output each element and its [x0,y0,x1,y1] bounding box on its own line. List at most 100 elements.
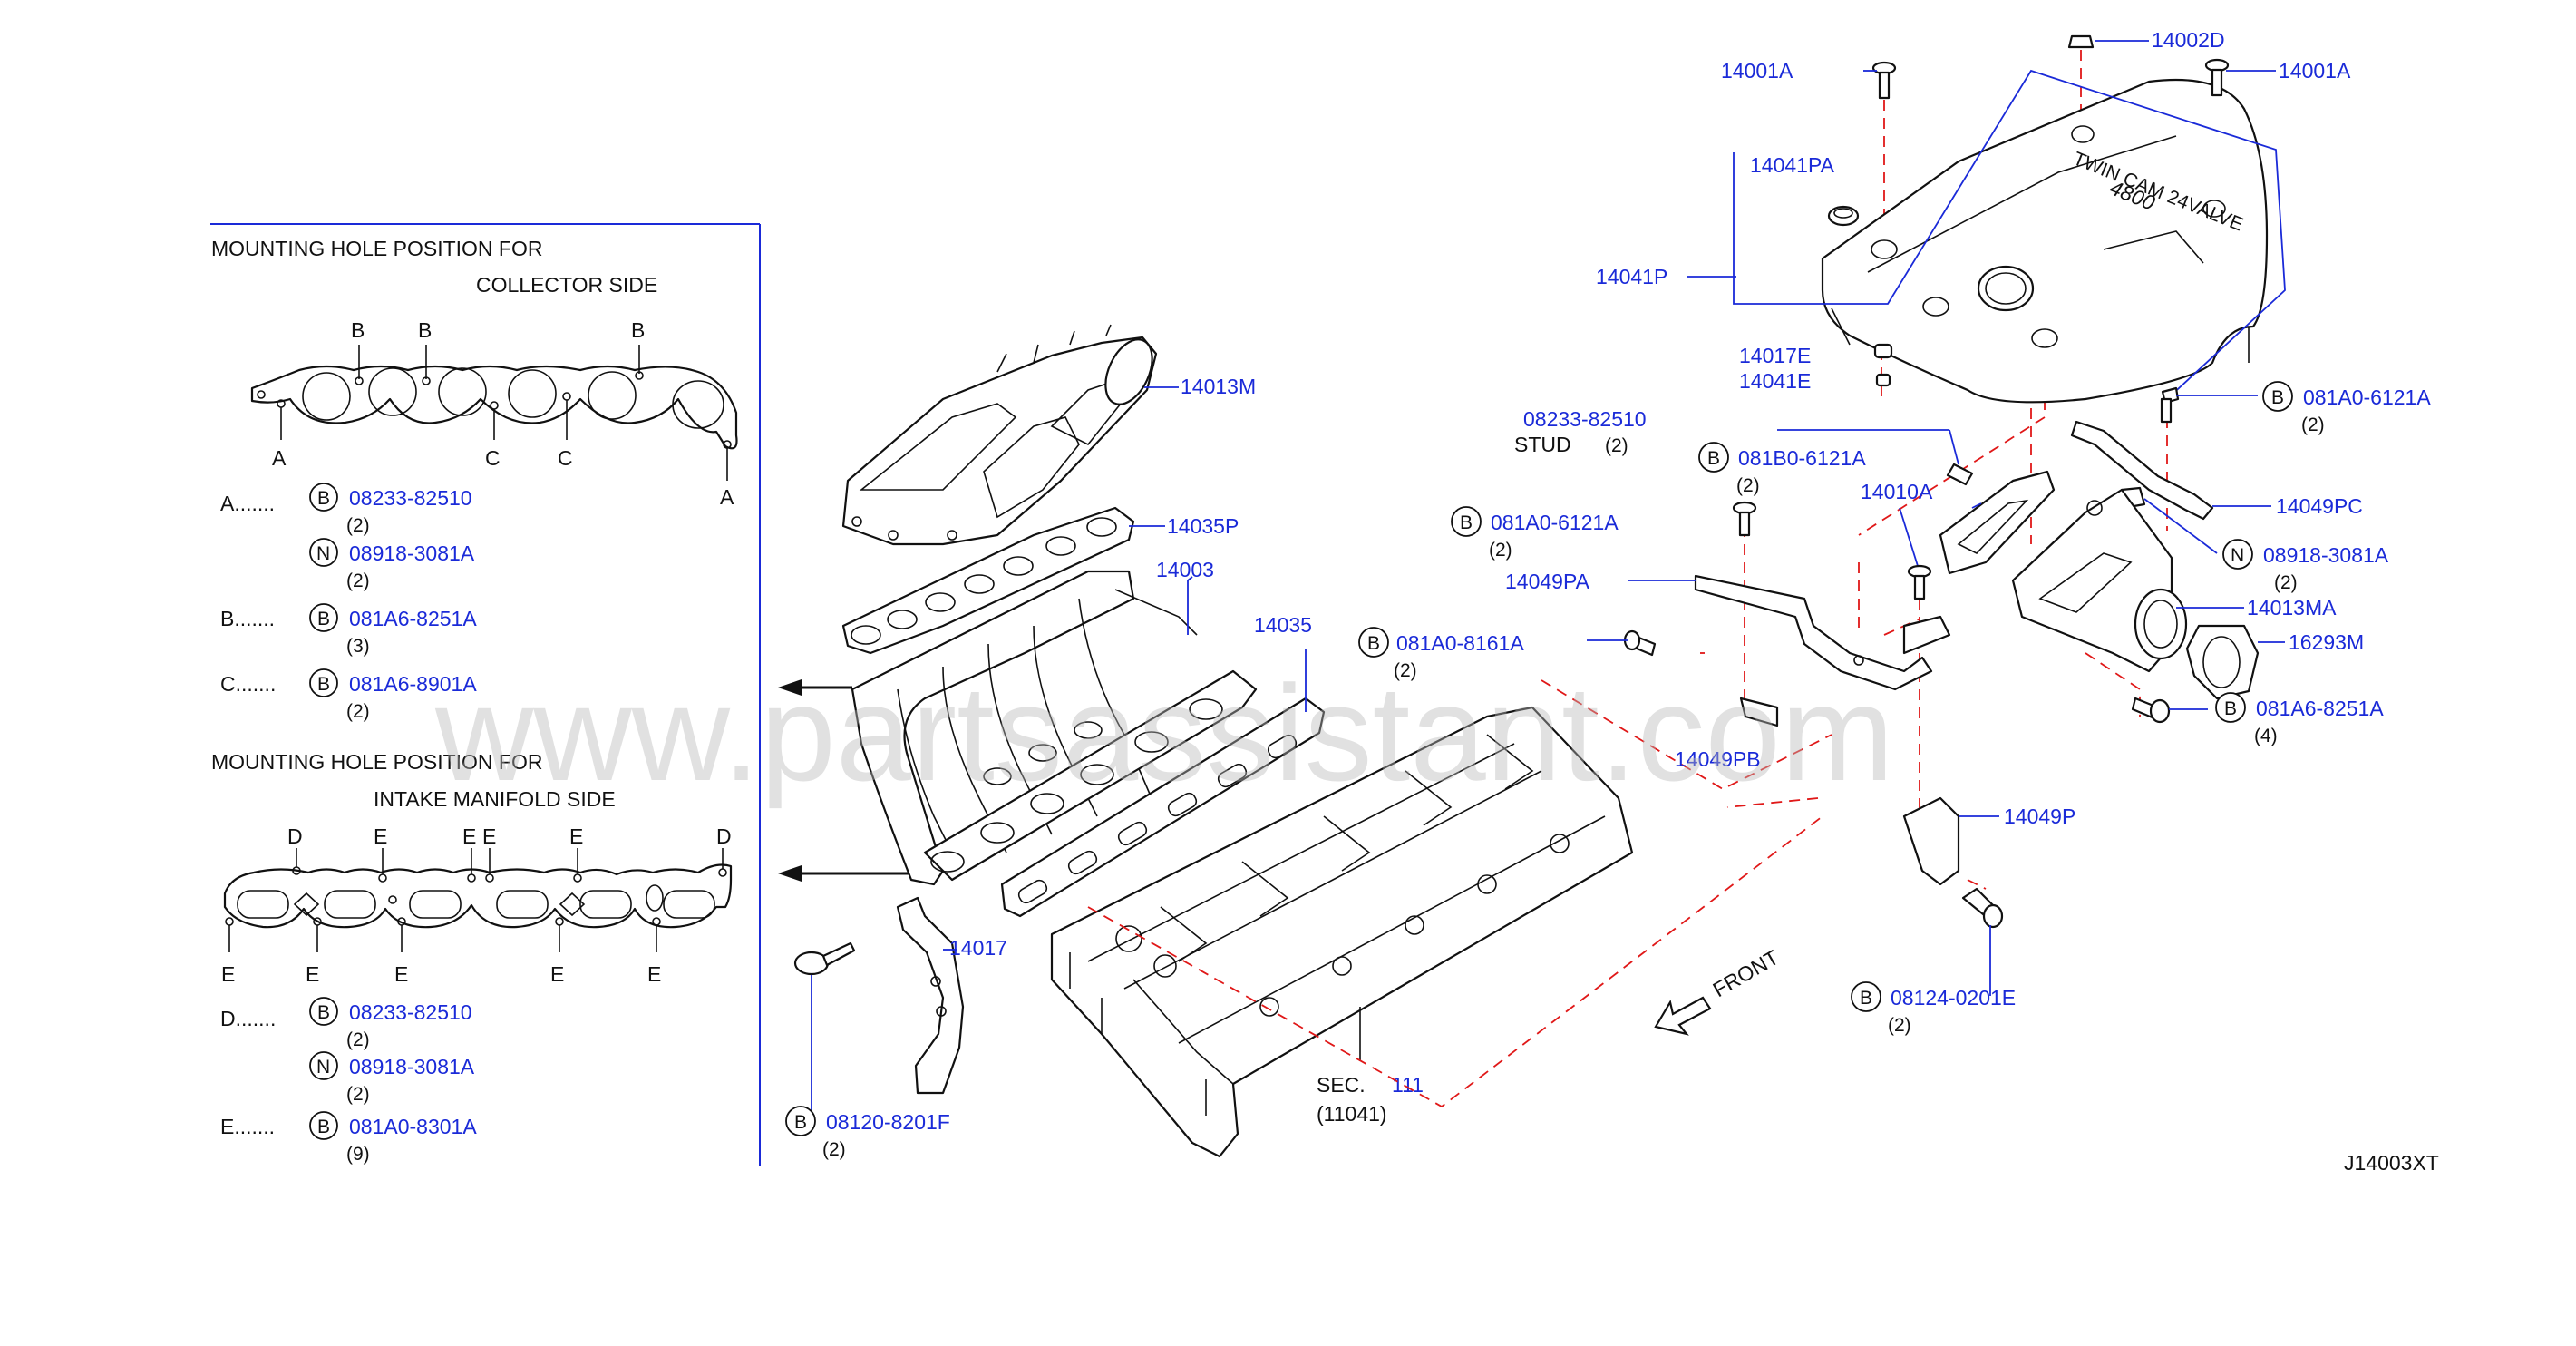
b08120-circle: B [794,1112,807,1133]
label-14001A-left[interactable]: 14001A [1721,59,1793,83]
bracket-14049PC[interactable] [2070,420,2214,521]
row-b-qty: (3) [346,636,370,657]
b08120-qty: (2) [822,1139,846,1160]
sec-number[interactable]: 111 [1392,1073,1424,1097]
grommet-14017E[interactable] [1873,343,1893,359]
row-d-qty-2: (2) [346,1084,370,1105]
bolt-081A0-8161A[interactable] [1623,629,1657,657]
label-14041E[interactable]: 14041E [1739,369,1811,393]
b081A0-6121-l-qty: (2) [1489,540,1512,561]
label-081B0-6121A[interactable]: 081B0-6121A [1738,446,1866,470]
cylinder-head-11041[interactable] [1050,706,1634,1158]
row-c-qty: (2) [346,701,370,722]
stud-part-label[interactable]: 08233-82510 [1523,407,1647,431]
gasket-16293M[interactable] [2185,624,2260,700]
b081A0-6121-r-circle: B [2271,387,2284,408]
label-14013MA[interactable]: 14013MA [2247,596,2337,619]
marker-e9: E [647,962,661,986]
bracket-14049PB[interactable] [1739,615,1951,727]
label-081A6-8251A[interactable]: 081A6-8251A [2256,697,2384,720]
gasket-14010A[interactable] [1939,470,2056,575]
front-arrow [1654,996,1712,1036]
label-081A0-6121A-left[interactable]: 081A0-6121A [1491,511,1619,534]
row-d-qty-1: (2) [346,1029,370,1050]
marker-c2: C [558,446,573,470]
label-14041P[interactable]: 14041P [1596,265,1667,288]
bracket-14017[interactable] [896,896,965,1095]
label-14049P[interactable]: 14049P [2004,805,2075,828]
bracket-14049PA[interactable] [1694,574,1933,691]
label-14002D[interactable]: 14002D [2152,28,2225,52]
n08918-circle: N [2231,545,2244,566]
label-081A0-8161A[interactable]: 081A0-8161A [1396,631,1524,655]
b081B0-qty: (2) [1736,475,1760,496]
row-b-circle: B [317,609,330,629]
collector-title-line1: MOUNTING HOLE POSITION FOR [211,237,542,260]
row-c-part[interactable]: 081A6-8901A [349,672,477,696]
label-14049PA[interactable]: 14049PA [1505,570,1590,593]
bracket-14049P[interactable] [1902,796,1960,886]
marker-e4: E [569,824,583,848]
label-14049PC[interactable]: 14049PC [2276,494,2363,518]
label-081A0-6121A-right[interactable]: 081A0-6121A [2303,385,2431,409]
gasket-14035P[interactable] [841,506,1135,655]
engine-cover-14041P[interactable] [1821,78,2269,404]
marker-e3: E [482,824,496,848]
collector-14013M[interactable] [841,324,1162,546]
row-a-key: A....... [220,492,275,515]
marker-e8: E [550,962,564,986]
b081A0-8161-circle: B [1367,633,1380,654]
cap-14041PA[interactable] [1827,205,1860,227]
bolt-081A0-6121A-center[interactable] [1732,501,1757,537]
gasket-14035[interactable] [1000,697,1326,918]
marker-e5: E [221,962,235,986]
b081A0-8161-qty: (2) [1394,660,1417,681]
adapter-14013MA[interactable] [2011,488,2188,673]
row-a-circle-2: N [316,543,330,564]
nut-14002D[interactable] [2067,34,2095,49]
row-d-circle-1: B [317,1002,330,1023]
row-d-part-1[interactable]: 08233-82510 [349,1000,472,1024]
stud-label: STUD [1514,433,1571,456]
row-e-qty: (9) [346,1144,370,1165]
label-14010A[interactable]: 14010A [1861,480,1933,503]
watermark: www.partsassistant.com [434,657,1894,809]
label-14001A-right[interactable]: 14001A [2279,59,2351,83]
bolt-081A6-8251A[interactable] [2131,697,2171,724]
stud-08233[interactable] [1946,463,1974,486]
label-14035[interactable]: 14035 [1254,613,1312,637]
manifold-14003[interactable] [851,570,1258,886]
label-14013M[interactable]: 14013M [1181,375,1256,398]
label-14017E[interactable]: 14017E [1739,344,1811,367]
marker-b2: B [418,318,432,342]
collar-14041E[interactable] [1875,373,1891,387]
marker-e1: E [374,824,387,848]
b08124-qty: (2) [1888,1015,1911,1036]
b081A0-6121-r-qty: (2) [2301,415,2325,435]
b081B0-circle: B [1707,448,1720,469]
row-a-part-1[interactable]: 08233-82510 [349,486,472,510]
bolt-081A0-6121A-right[interactable] [2160,386,2180,424]
label-08124-0201E[interactable]: 08124-0201E [1891,986,2016,1010]
bolt-081B0[interactable] [1907,564,1932,600]
marker-e6: E [306,962,319,986]
label-16293M[interactable]: 16293M [2289,630,2364,654]
row-d-part-2[interactable]: 08918-3081A [349,1055,475,1078]
collector-title-line2: COLLECTOR SIDE [476,273,657,297]
label-14035P[interactable]: 14035P [1167,514,1239,538]
label-08120-8201F[interactable]: 08120-8201F [826,1110,950,1134]
bolt-14001A-left[interactable] [1871,61,1897,100]
label-14049PB[interactable]: 14049PB [1675,747,1761,771]
label-08918-3081A[interactable]: 08918-3081A [2263,543,2389,567]
label-14003[interactable]: 14003 [1156,558,1214,581]
label-14017[interactable]: 14017 [949,936,1007,960]
bolt-08124-0201E[interactable] [1961,887,2004,929]
bolt-08120[interactable] [793,941,856,976]
row-e-part[interactable]: 081A0-8301A [349,1115,477,1138]
row-b-part[interactable]: 081A6-8251A [349,607,477,630]
front-label: FRONT [1709,945,1784,1001]
b081A6-qty: (4) [2254,726,2278,746]
row-a-part-2[interactable]: 08918-3081A [349,541,475,565]
label-14041PA[interactable]: 14041PA [1750,153,1835,177]
bolt-14001A-right[interactable] [2204,58,2230,97]
